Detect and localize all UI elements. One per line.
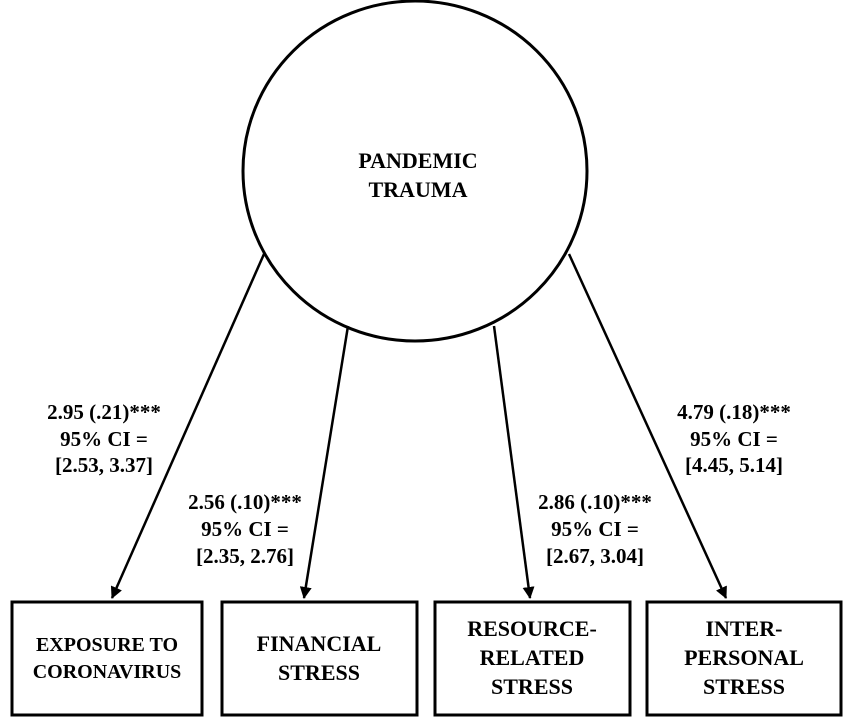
box-label-resource-line-2: RELATED <box>480 645 585 670</box>
box-label-exposure-line-2: CORONAVIRUS <box>33 661 182 683</box>
ci-label-exposure: 95% CI = <box>60 427 148 451</box>
latent-variable-pandemic-trauma: PANDEMIC TRAUMA <box>241 0 589 343</box>
arrow-interpersonal <box>567 253 728 599</box>
latent-circle <box>241 0 589 343</box>
box-exposure <box>10 600 204 717</box>
arrow-exposure <box>110 253 266 599</box>
box-label-financial-line-1: FINANCIAL <box>257 631 382 656</box>
latent-label-line-1: PANDEMIC <box>358 148 477 173</box>
box-interpersonal <box>645 600 843 717</box>
estimate-resource: 2.86 (.10)*** <box>538 490 652 514</box>
ci-label-resource: 95% CI = <box>551 517 639 541</box>
box-label-interpersonal-line-2: PERSONAL <box>684 645 804 670</box>
loading-label-resource: 2.86 (.10)*** 95% CI = [2.67, 3.04] <box>538 490 652 568</box>
box-resource <box>433 600 632 717</box>
estimate-exposure: 2.95 (.21)*** <box>47 400 161 424</box>
loading-arrows <box>110 253 728 599</box>
indicator-box-resource: RESOURCE- RELATED STRESS <box>433 600 632 717</box>
box-label-interpersonal-line-1: INTER- <box>705 616 782 641</box>
indicator-box-exposure: EXPOSURE TO CORONAVIRUS <box>10 600 204 717</box>
indicator-box-financial: FINANCIAL STRESS <box>220 600 419 717</box>
arrow-financial <box>299 325 350 599</box>
ci-label-financial: 95% CI = <box>201 517 289 541</box>
arrow-resource <box>492 325 535 599</box>
box-label-exposure-line-1: EXPOSURE TO <box>36 634 178 656</box>
ci-label-interpersonal: 95% CI = <box>690 427 778 451</box>
latent-label-line-2: TRAUMA <box>369 177 468 202</box>
ci-resource: [2.67, 3.04] <box>546 544 644 568</box>
estimate-financial: 2.56 (.10)*** <box>188 490 302 514</box>
ci-exposure: [2.53, 3.37] <box>55 453 153 477</box>
loading-label-interpersonal: 4.79 (.18)*** 95% CI = [4.45, 5.14] <box>677 400 791 477</box>
box-label-resource-line-1: RESOURCE- <box>467 616 597 641</box>
box-label-financial-line-2: STRESS <box>278 660 360 685</box>
ci-interpersonal: [4.45, 5.14] <box>685 453 783 477</box>
box-financial <box>220 600 419 717</box>
loading-label-financial: 2.56 (.10)*** 95% CI = [2.35, 2.76] <box>188 490 302 568</box>
estimate-interpersonal: 4.79 (.18)*** <box>677 400 791 424</box>
loading-label-exposure: 2.95 (.21)*** 95% CI = [2.53, 3.37] <box>47 400 161 477</box>
box-label-resource-line-3: STRESS <box>491 674 573 699</box>
box-label-interpersonal-line-3: STRESS <box>703 674 785 699</box>
ci-financial: [2.35, 2.76] <box>196 544 294 568</box>
indicator-box-interpersonal: INTER- PERSONAL STRESS <box>645 600 843 717</box>
